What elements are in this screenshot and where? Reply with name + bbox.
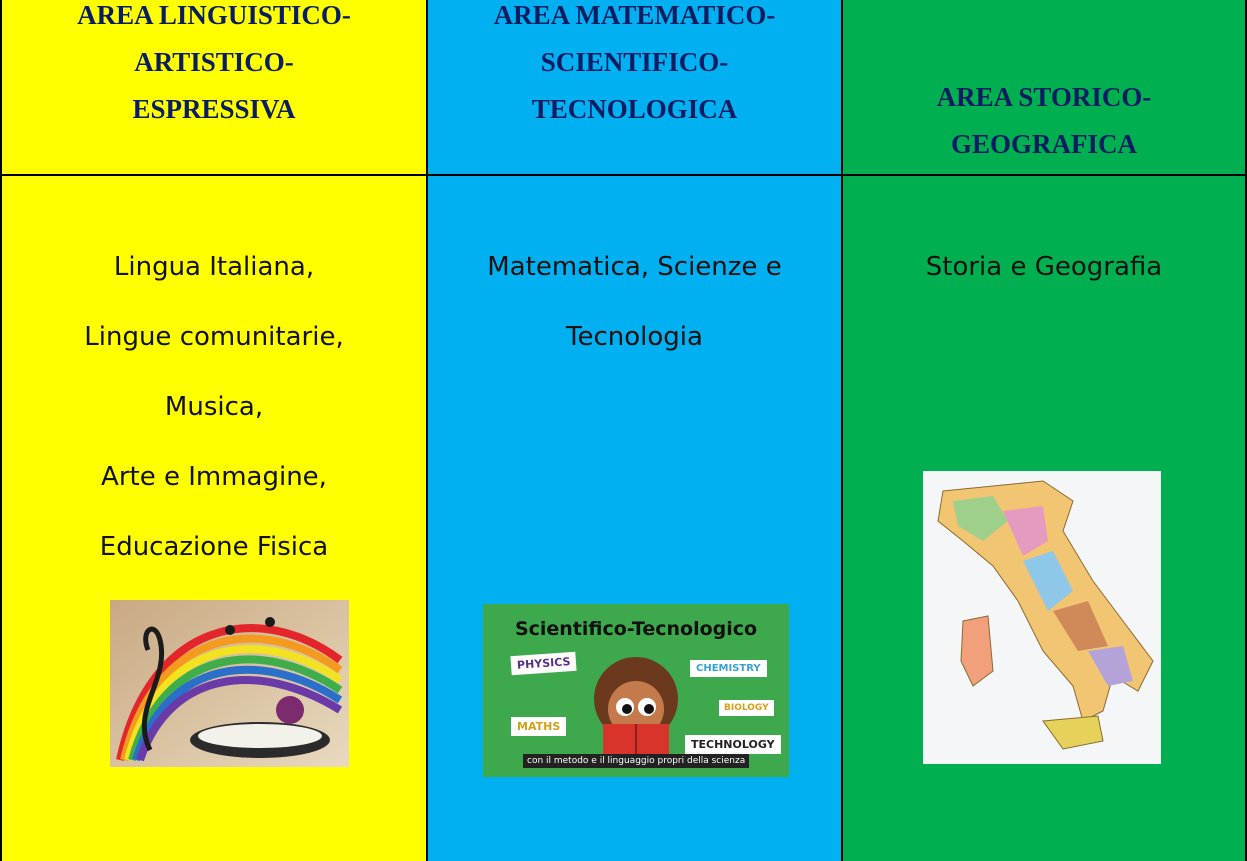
tag-technology: TECHNOLOGY (685, 735, 781, 754)
banner-title: Scientifico-Tecnologico (514, 618, 758, 640)
subjects-matematico: Matematica, Scienze e Tecnologia (428, 253, 841, 393)
subject-item: Educazione Fisica (97, 532, 331, 562)
header-line: AREA LINGUISTICO- (74, 0, 354, 39)
column-matematico: AREA MATEMATICO- SCIENTIFICO- TECNOLOGIC… (426, 0, 841, 861)
header-line: AREA MATEMATICO- (493, 0, 776, 30)
header-storico: AREA STORICO- GEOGRAFICA (843, 0, 1245, 176)
music-rainbow-illustration (110, 600, 349, 767)
reader-character-icon (594, 657, 678, 754)
header-line: ARTISTICO- (131, 39, 297, 86)
column-storico: AREA STORICO- GEOGRAFICA Storia e Geogra… (841, 0, 1247, 861)
subject-item: Lingue comunitarie, (82, 322, 346, 352)
italy-map-illustration (923, 471, 1161, 764)
stem-reading-illustration: Scientifico-Tecnologico PHYSICS CHEMISTR… (483, 604, 789, 777)
subjects-linguistico: Lingua Italiana, Lingue comunitarie, Mus… (2, 253, 426, 603)
subject-item: Musica, (162, 392, 266, 422)
header-matematico: AREA MATEMATICO- SCIENTIFICO- TECNOLOGIC… (428, 0, 841, 176)
banner-caption: con il metodo e il linguaggio propri del… (523, 754, 750, 768)
column-linguistico: AREA LINGUISTICO- ARTISTICO- ESPRESSIVA … (0, 0, 426, 861)
tag-maths: MATHS (511, 717, 567, 736)
subject-item: Storia e Geografia (925, 252, 1163, 282)
tag-chemistry: CHEMISTRY (690, 660, 767, 677)
header-line: ESPRESSIVA (129, 86, 299, 133)
header-line: GEOGRAFICA (950, 129, 1137, 159)
header-line: SCIENTIFICO- (540, 47, 729, 77)
subject-item: Matematica, Scienze e (487, 252, 782, 282)
subject-item: Lingua Italiana, (111, 252, 317, 282)
header-linguistico: AREA LINGUISTICO- ARTISTICO- ESPRESSIVA (2, 0, 426, 176)
header-line: TECNOLOGICA (531, 94, 738, 124)
subject-item: Tecnologia (566, 322, 703, 352)
header-line: AREA STORICO- (936, 82, 1152, 112)
subjects-storico: Storia e Geografia (843, 253, 1245, 323)
subject-item: Arte e Immagine, (99, 462, 329, 492)
tag-biology: BIOLOGY (719, 700, 774, 716)
